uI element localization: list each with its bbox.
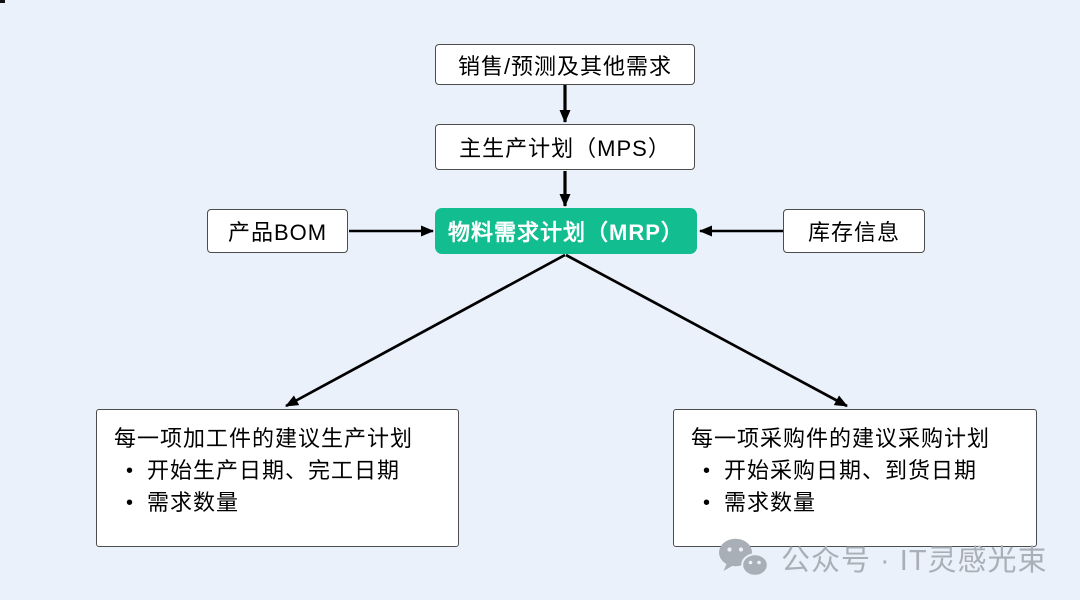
node-master-production-schedule: 主生产计划（MPS）	[435, 124, 695, 170]
production-plan-title: 每一项加工件的建议生产计划	[114, 426, 414, 451]
production-plan-bullet-quantity-text: 需求数量	[147, 490, 240, 515]
watermark: 公众号 · IT灵感光束	[716, 537, 1048, 579]
node-sales-label: 销售/预测及其他需求	[457, 53, 673, 79]
node-product-bom: 产品BOM	[207, 209, 348, 253]
bullet-dot: •	[126, 492, 135, 514]
node-suggested-production-plan: 每一项加工件的建议生产计划 • 开始生产日期、完工日期 • 需求数量	[96, 409, 459, 547]
node-suggested-purchase-plan: 每一项采购件的建议采购计划 • 开始采购日期、到货日期 • 需求数量	[673, 409, 1037, 547]
wechat-icon	[719, 538, 769, 579]
watermark-text: 公众号 · IT灵感光束	[781, 545, 1048, 577]
purchase-plan-bullet-dates-text: 开始采购日期、到货日期	[724, 458, 978, 483]
purchase-plan-bullet-quantity-text: 需求数量	[724, 490, 817, 515]
bullet-dot: •	[703, 492, 712, 514]
node-bom-label: 产品BOM	[227, 220, 328, 245]
node-inventory-label: 库存信息	[807, 220, 900, 245]
purchase-plan-bullet-quantity: • 需求数量	[674, 487, 1036, 519]
arrow-mrp-to-purchase-plan	[565, 253, 848, 408]
arrow-mrp-to-production-plan	[285, 253, 566, 408]
node-mrp-label: 物料需求计划（MRP）	[448, 220, 684, 245]
production-plan-bullet-dates-text: 开始生产日期、完工日期	[147, 458, 401, 483]
node-sales-forecast-demand: 销售/预测及其他需求	[435, 44, 695, 85]
purchase-plan-title: 每一项采购件的建议采购计划	[691, 426, 991, 451]
node-inventory-info: 库存信息	[783, 209, 925, 253]
node-material-requirements-planning: 物料需求计划（MRP）	[435, 208, 697, 254]
bullet-dot: •	[703, 460, 712, 482]
production-plan-bullet-quantity: • 需求数量	[97, 487, 458, 519]
bullet-dot: •	[126, 460, 135, 482]
purchase-plan-bullet-dates: • 开始采购日期、到货日期	[674, 455, 1036, 487]
production-plan-bullet-dates: • 开始生产日期、完工日期	[97, 455, 458, 487]
node-mps-label: 主生产计划（MPS）	[459, 136, 671, 161]
screenshot-corner-artifact	[0, 0, 5, 3]
